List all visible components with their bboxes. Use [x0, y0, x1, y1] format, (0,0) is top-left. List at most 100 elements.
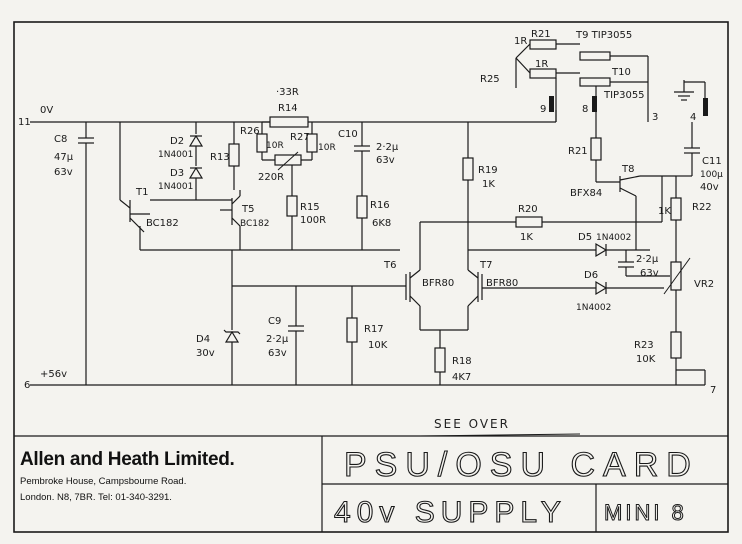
label-t10-part: TIP3055	[603, 90, 645, 101]
resistor-r14	[262, 116, 309, 128]
company-address-line1: Pembroke House, Campsbourne Road.	[20, 476, 186, 487]
label-node-8: 8	[582, 104, 588, 115]
label-node-6: 6	[24, 380, 30, 391]
label-node-11: 11	[18, 117, 31, 128]
label-r25-value: 1R	[535, 59, 548, 70]
label-t5-value: BC182	[240, 219, 269, 229]
network-r26-r27	[256, 122, 318, 250]
label-c10: C10	[338, 129, 358, 140]
label-r27: R27	[290, 132, 310, 143]
label-r17-value: 10K	[368, 340, 388, 351]
label-r14-value: ·33R	[276, 87, 299, 98]
sheet-border	[13, 21, 729, 533]
label-r15-value: 100R	[300, 215, 326, 226]
transistor-t7	[420, 264, 596, 331]
divider-r22-vr2-r23	[663, 176, 706, 385]
capacitor-c9	[288, 286, 304, 385]
drawing-title: PSU/OSU CARD	[344, 446, 699, 484]
label-r23: R23	[634, 340, 654, 351]
label-c11-value: 100µ	[700, 170, 723, 180]
label-r21: R21	[531, 29, 551, 40]
label-c11: C11	[702, 156, 722, 167]
label-d2-value: 1N4001	[158, 150, 193, 160]
capacitor-c11	[676, 122, 700, 177]
label-r18-value: 4K7	[452, 372, 471, 383]
label-0v: 0V	[40, 105, 53, 116]
label-r25: R25	[480, 74, 500, 85]
label-d3: D3	[170, 168, 184, 179]
connector-8	[592, 96, 597, 112]
label-c8-voltage: 63v	[54, 167, 73, 178]
label-d4-value: 30v	[196, 348, 215, 359]
label-r14: R14	[278, 103, 298, 114]
label-vr2: VR2	[694, 279, 714, 290]
label-r22-value: 1K	[658, 206, 671, 217]
label-d2: D2	[170, 136, 184, 147]
label-c11-voltage: 40v	[700, 182, 719, 193]
drawing-model: MINI 8	[604, 500, 687, 525]
label-t7: T7	[479, 260, 492, 271]
label-c9-value: 2·2µ	[266, 334, 289, 345]
company-address-line2: London. N8, 7BR. Tel: 01-340-3291.	[20, 492, 172, 503]
resistor-r18	[434, 330, 446, 385]
label-r16-value: 6K8	[372, 218, 391, 229]
label-t7-value: BFR80	[486, 278, 518, 289]
label-t5: T5	[241, 204, 254, 215]
drawing-subtitle: 40v SUPPLY	[334, 496, 567, 529]
label-r23-value: 10K	[636, 354, 656, 365]
label-r26: R26	[240, 126, 260, 137]
transistor-t5	[220, 190, 241, 250]
label-node-4: 4	[690, 112, 696, 123]
label-c10-value: 2·2µ	[376, 142, 399, 153]
label-c9-voltage: 63v	[268, 348, 287, 359]
label-56v: +56v	[40, 369, 67, 380]
label-r20: R20	[518, 204, 538, 215]
transistor-t1	[119, 122, 150, 233]
label-r27-value: 10R	[318, 143, 336, 153]
label-t1-value: BC182	[146, 218, 179, 229]
resistor-r21b	[590, 122, 620, 183]
label-r21b: R21	[568, 146, 588, 157]
label-r18: R18	[452, 356, 472, 367]
label-d5-value: 1N4002	[596, 233, 631, 243]
label-r17: R17	[364, 324, 384, 335]
see-over-note: SEE OVER	[434, 417, 510, 431]
label-d5: D5	[578, 232, 592, 243]
transistor-t6	[356, 264, 421, 330]
label-c8-value: 47µ	[54, 152, 74, 163]
label-t8-value: BFX84	[570, 188, 602, 199]
label-r16: R16	[370, 200, 390, 211]
label-r19: R19	[478, 165, 498, 176]
transistor-t8	[619, 175, 676, 250]
label-r21-value: 1R	[514, 36, 527, 47]
diode-d2	[188, 122, 204, 166]
zener-d4	[223, 286, 241, 385]
label-node-7: 7	[710, 385, 716, 396]
resistor-r20	[419, 176, 663, 264]
label-t8: T8	[621, 164, 634, 175]
label-c9: C9	[268, 316, 281, 327]
label-d3-value: 1N4001	[158, 182, 193, 192]
connector-4	[684, 81, 708, 116]
label-r26-value: 10R	[266, 141, 284, 151]
resistor-r17	[346, 286, 358, 385]
label-r13a: R13	[210, 152, 230, 163]
company-name: Allen and Heath Limited.	[20, 449, 235, 470]
capacitor-2u2	[618, 250, 670, 277]
resistor-r19	[462, 122, 474, 264]
label-c10-voltage: 63v	[376, 155, 395, 166]
resistor-r16	[356, 195, 368, 250]
label-r19-value: 1K	[482, 179, 495, 190]
diode-d5	[468, 242, 650, 258]
capacitor-c10	[354, 122, 370, 196]
label-node-9: 9	[540, 104, 546, 115]
label-r20-value: 1K	[520, 232, 533, 243]
label-d6: D6	[584, 270, 598, 281]
label-t6-value: BFR80	[422, 278, 454, 289]
label-t6: T6	[383, 260, 396, 271]
label-r22: R22	[692, 202, 712, 213]
label-cap-voltage: 63v	[640, 268, 659, 279]
diode-d6	[595, 280, 664, 296]
label-t10: T10	[611, 67, 631, 78]
